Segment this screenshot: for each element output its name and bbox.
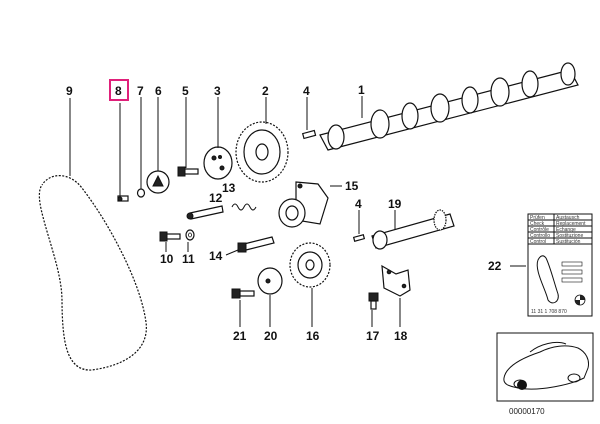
- bracket[interactable]: [381, 264, 411, 297]
- label-2[interactable]: 2: [262, 84, 269, 98]
- label-3[interactable]: 3: [214, 84, 221, 98]
- label-7[interactable]: 7: [137, 84, 144, 98]
- label-13[interactable]: 13: [222, 181, 236, 195]
- label-9[interactable]: 9: [66, 84, 73, 98]
- card-row-2-b: Echange: [556, 227, 576, 233]
- card-row-0-a: Prüfen: [530, 215, 545, 221]
- washer-11[interactable]: [185, 229, 195, 241]
- card-row-1-b: Replacement: [556, 221, 586, 227]
- timing-belt[interactable]: [38, 174, 148, 372]
- label-6[interactable]: 6: [155, 84, 162, 98]
- label-11[interactable]: 11: [182, 252, 195, 266]
- label-8[interactable]: 8: [115, 84, 122, 98]
- bolt-10[interactable]: [159, 231, 181, 242]
- washer[interactable]: [136, 188, 146, 198]
- camshaft-sprocket[interactable]: [235, 121, 289, 183]
- spring[interactable]: [231, 203, 257, 211]
- tensioner-pulley[interactable]: [278, 198, 306, 228]
- label-17[interactable]: 17: [366, 329, 380, 343]
- card-row-4-b: Sustitución: [556, 239, 581, 245]
- label-1[interactable]: 1: [358, 83, 365, 97]
- card-row-1-a: Check: [530, 221, 545, 227]
- bolt[interactable]: [177, 166, 199, 177]
- part-labels: 9 8 7 6 5 3 2 4 1 12 13 15 4 19 10 11 14…: [66, 79, 502, 343]
- screw[interactable]: [117, 195, 129, 202]
- car-locator-thumbnail[interactable]: [496, 332, 594, 402]
- label-5[interactable]: 5: [182, 84, 189, 98]
- location-marker-icon: [517, 380, 527, 390]
- card-row-2-a: Contrôle: [530, 227, 549, 233]
- card-row-3-a: Controllo: [530, 233, 550, 239]
- camshaft[interactable]: [319, 62, 579, 151]
- card-row-3-b: Sostituzione: [556, 233, 583, 239]
- label-22[interactable]: 22: [488, 259, 502, 273]
- label-18[interactable]: 18: [394, 329, 408, 343]
- label-10[interactable]: 10: [160, 252, 174, 266]
- pin-12[interactable]: [186, 205, 224, 220]
- dowel-pin[interactable]: [301, 129, 317, 140]
- label-15[interactable]: 15: [345, 179, 359, 193]
- key-pin[interactable]: [352, 234, 366, 242]
- label-4b[interactable]: 4: [355, 197, 362, 211]
- crankshaft-sprocket[interactable]: [289, 242, 331, 288]
- bolt-21[interactable]: [231, 288, 255, 299]
- card-code: 11 31 1 708 870: [531, 309, 567, 315]
- label-12[interactable]: 12: [209, 191, 223, 205]
- card-row-4-a: Control: [530, 239, 546, 245]
- diagram-id: 00000170: [509, 407, 545, 416]
- rotor-hub[interactable]: [146, 170, 170, 194]
- service-info-card[interactable]: Prüfen Austausch Check Replacement Contr…: [527, 213, 593, 317]
- label-16[interactable]: 16: [306, 329, 320, 343]
- highlight-box: [109, 79, 129, 101]
- label-4[interactable]: 4: [303, 84, 310, 98]
- label-21[interactable]: 21: [233, 329, 247, 343]
- hub-20[interactable]: [257, 267, 283, 295]
- label-20[interactable]: 20: [264, 329, 278, 343]
- label-14[interactable]: 14: [209, 249, 223, 263]
- card-row-0-b: Austausch: [556, 215, 580, 221]
- screw-17[interactable]: [368, 292, 379, 310]
- stud-bolt[interactable]: [237, 236, 275, 253]
- intermediate-shaft[interactable]: [371, 209, 455, 250]
- leader-lines: [69, 96, 526, 327]
- label-19[interactable]: 19: [388, 197, 402, 211]
- hub-plate[interactable]: [203, 146, 233, 180]
